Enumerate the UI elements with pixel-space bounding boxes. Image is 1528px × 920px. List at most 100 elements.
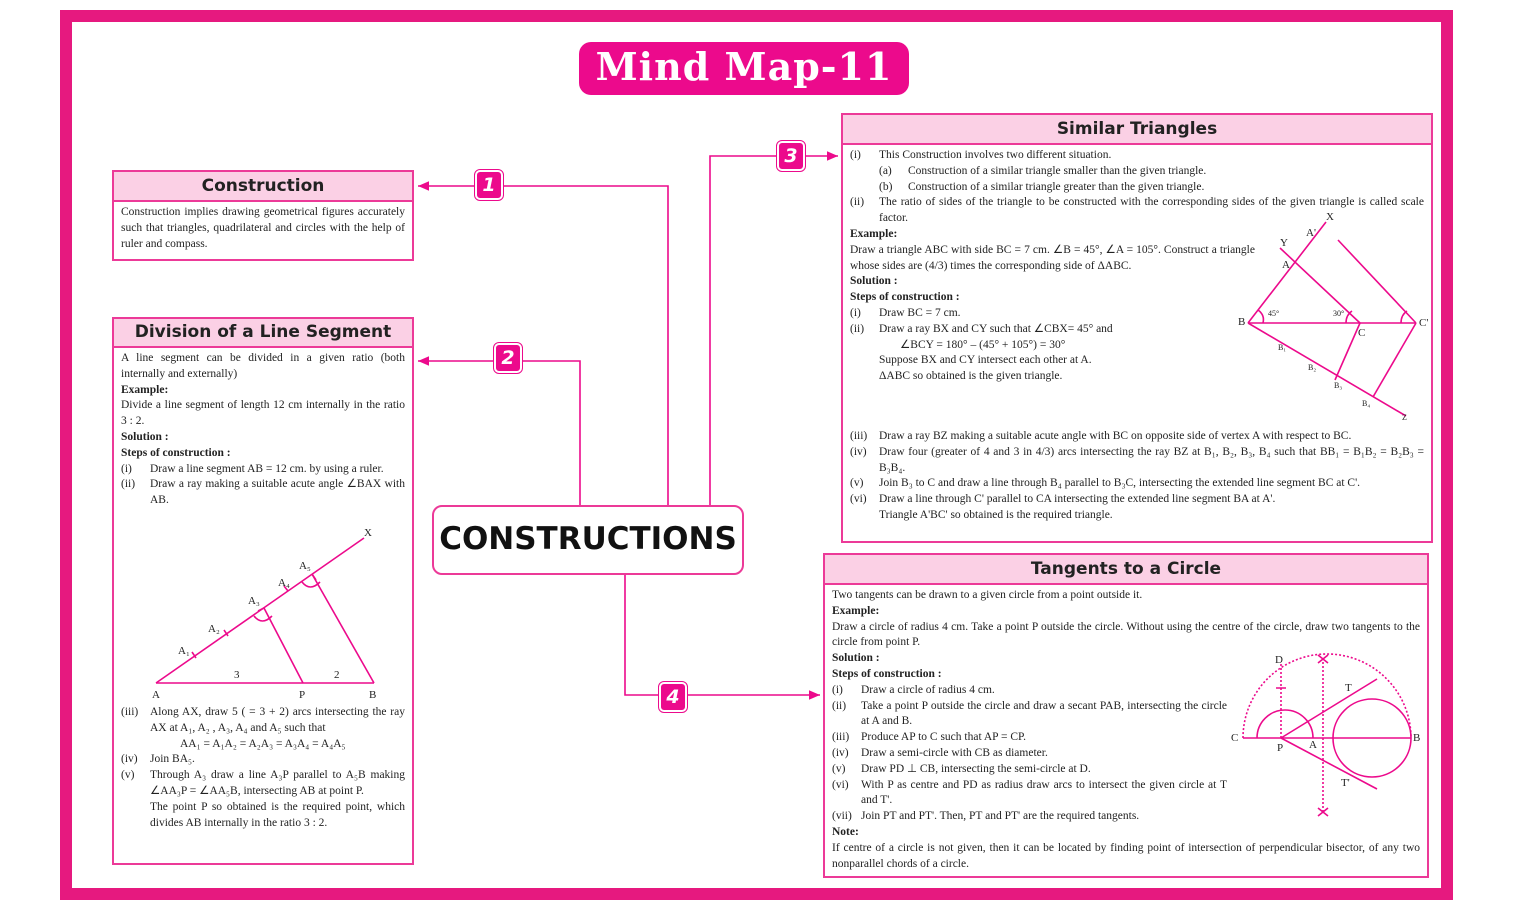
connector-3 bbox=[709, 151, 838, 505]
svg-text:P: P bbox=[299, 689, 305, 701]
note-label: Note: bbox=[832, 825, 859, 838]
similar-triangles-diagram: X Y A' A B C C' 45° 30° B₁ B₂ B₃ B₄ Z bbox=[1238, 211, 1428, 420]
svg-text:B₂: B₂ bbox=[1308, 363, 1316, 372]
badge-4: 4 bbox=[658, 681, 688, 713]
step-text: With P as centre and PD as radius draw a… bbox=[861, 778, 1227, 807]
similar-triangles-box: Similar Triangles (i)This Construction i… bbox=[841, 113, 1433, 543]
svg-text:B: B bbox=[1238, 316, 1245, 328]
svg-text:C: C bbox=[1231, 732, 1238, 744]
connector-4 bbox=[624, 575, 820, 700]
svg-text:B: B bbox=[369, 689, 376, 701]
svg-text:A₁: A₁ bbox=[178, 645, 190, 657]
steps-label: Steps of construction : bbox=[850, 291, 960, 304]
svg-text:P: P bbox=[1277, 742, 1283, 754]
badge-2: 2 bbox=[493, 342, 523, 374]
step-item: (ii) Draw a ray BX and CY such that ∠CBX=… bbox=[850, 322, 1255, 338]
step-text: Draw a line through C' parallel to CA in… bbox=[879, 493, 1276, 506]
step-item: The point P so obtained is the required … bbox=[121, 800, 405, 832]
step-item: (iv) Join BA₅. bbox=[121, 752, 405, 768]
step-number: (v) bbox=[832, 762, 846, 775]
svg-text:A: A bbox=[1282, 259, 1290, 271]
step-number: (ii) bbox=[850, 196, 865, 209]
step-item: (ii)The ratio of sides of the triangle t… bbox=[850, 195, 1424, 227]
step-number bbox=[850, 508, 879, 524]
construction-heading: Construction bbox=[114, 172, 412, 202]
svg-text:C': C' bbox=[1419, 317, 1428, 329]
step-text: The point P so obtained is the required … bbox=[150, 800, 405, 829]
step-continuation: ΔABC so obtained is the given triangle. bbox=[879, 370, 1063, 383]
step-text: Draw a circle of radius 4 cm. bbox=[861, 683, 995, 696]
step-text: Triangle A'BC' so obtained is the requir… bbox=[879, 508, 1113, 521]
step-number: (v) bbox=[121, 769, 135, 782]
step-item: Triangle A'BC' so obtained is the requir… bbox=[850, 508, 1424, 524]
step-continuation: Suppose BX and CY intersect each other a… bbox=[879, 354, 1092, 367]
step-number: (ii) bbox=[850, 322, 865, 335]
step-number: (i) bbox=[850, 149, 861, 161]
solution-label: Solution : bbox=[832, 652, 880, 665]
svg-text:T: T bbox=[1345, 682, 1352, 694]
step-text: Join BA₅. bbox=[150, 753, 195, 766]
division-box: Division of a Line Segment A line segmen… bbox=[112, 317, 414, 865]
step-text: Draw PD ⊥ CB, intersecting the semi-circ… bbox=[861, 762, 1091, 775]
step-text: Take a point P outside the circle and dr… bbox=[861, 699, 1227, 728]
connector-2 bbox=[418, 356, 581, 505]
example-label: Example: bbox=[832, 604, 880, 617]
step-item: (a)Construction of a similar triangle sm… bbox=[850, 164, 1424, 180]
svg-text:B: B bbox=[1413, 732, 1420, 744]
division-diagram: X A₅ A₄ A₃ A₂ A₁ A P B 3 2 bbox=[152, 527, 376, 701]
step-text: Draw BC = 7 cm. bbox=[879, 306, 961, 319]
svg-text:Y: Y bbox=[1280, 237, 1288, 249]
construction-text: Construction implies drawing geometrical… bbox=[121, 206, 405, 250]
step-number: (iii) bbox=[850, 429, 868, 442]
step-text: Draw a line segment AB = 12 cm. by using… bbox=[150, 462, 384, 475]
division-example: Divide a line segment of length 12 cm in… bbox=[121, 399, 405, 428]
step-text: Produce AP to C such that AP = CP. bbox=[861, 731, 1027, 744]
svg-text:Z: Z bbox=[1402, 413, 1407, 420]
similar-diagram-labels: X Y A' A B C C' 45° 30° B₁ B₂ B₃ B₄ Z bbox=[1238, 211, 1428, 420]
step-item: (ii)Draw a ray making a suitable acute a… bbox=[121, 477, 405, 509]
step-number: (iv) bbox=[121, 753, 138, 766]
step-item: AA₁ = A₁A₂ = A₂A₃ = A₃A₄ = A₄A₅ bbox=[121, 737, 405, 753]
solution-label: Solution : bbox=[850, 275, 898, 288]
step-continuation: ∠BCY = 180° – (45° + 105°) = 30° bbox=[900, 338, 1066, 351]
svg-text:T': T' bbox=[1341, 777, 1350, 789]
step-item: (vi)With P as centre and PD as radius dr… bbox=[832, 778, 1227, 810]
step-number: (iv) bbox=[850, 445, 867, 458]
connector-1 bbox=[418, 181, 669, 505]
step-number: (b) bbox=[879, 180, 893, 193]
step-text: Draw a ray BX and CY such that ∠CBX= 45°… bbox=[879, 322, 1113, 335]
badge-3: 3 bbox=[776, 140, 806, 172]
construction-box: Construction Construction implies drawin… bbox=[112, 170, 414, 261]
step-item: (iii)Produce AP to C such that AP = CP. bbox=[832, 730, 1227, 746]
step-number: (vii) bbox=[832, 810, 852, 823]
svg-text:45°: 45° bbox=[1268, 309, 1279, 318]
svg-text:D: D bbox=[1275, 654, 1283, 666]
step-item: (v) Draw PD ⊥ CB, intersecting the semi-c… bbox=[832, 762, 1227, 778]
similar-heading: Similar Triangles bbox=[843, 115, 1431, 145]
step-number: (iv) bbox=[832, 746, 849, 759]
step-text: Join B₃ to C and draw a line through B₄ … bbox=[879, 477, 1361, 490]
svg-text:X: X bbox=[364, 527, 372, 539]
svg-text:A₂: A₂ bbox=[208, 623, 220, 635]
svg-text:B₁: B₁ bbox=[1278, 343, 1286, 352]
step-item: (ii)Take a point P outside the circle an… bbox=[832, 699, 1227, 731]
step-item: (iii)Along AX, draw 5 ( = 3 + 2) arcs in… bbox=[121, 705, 405, 737]
example-label: Example: bbox=[850, 227, 898, 240]
step-item: (i) Draw a circle of radius 4 cm. bbox=[832, 683, 1227, 699]
step-text: Draw a ray BZ making a suitable acute an… bbox=[879, 429, 1352, 442]
svg-text:2: 2 bbox=[334, 669, 340, 681]
tangents-heading: Tangents to a Circle bbox=[825, 555, 1427, 585]
step-item: (v) Through A₃ draw a line A₃P parallel t… bbox=[121, 768, 405, 800]
step-item: (vi)Draw a line through C' parallel to C… bbox=[850, 492, 1424, 508]
step-text: Through A₃ draw a line A₃P parallel to A… bbox=[150, 769, 405, 797]
step-text: Join PT and PT'. Then, PT and PT' are th… bbox=[861, 810, 1140, 823]
svg-text:B₄: B₄ bbox=[1362, 399, 1370, 408]
step-number: (ii) bbox=[121, 478, 136, 491]
step-item: (i)Draw a line segment AB = 12 cm. by us… bbox=[121, 462, 405, 478]
page-title: Mind Map-11 bbox=[579, 42, 909, 95]
svg-text:30°: 30° bbox=[1333, 309, 1344, 318]
step-number: (i) bbox=[832, 683, 843, 696]
step-item: (i)Draw BC = 7 cm. bbox=[850, 306, 1255, 322]
tangents-diagram-labels: D T C P A B T' bbox=[1231, 654, 1420, 789]
badge-1: 1 bbox=[474, 169, 504, 201]
